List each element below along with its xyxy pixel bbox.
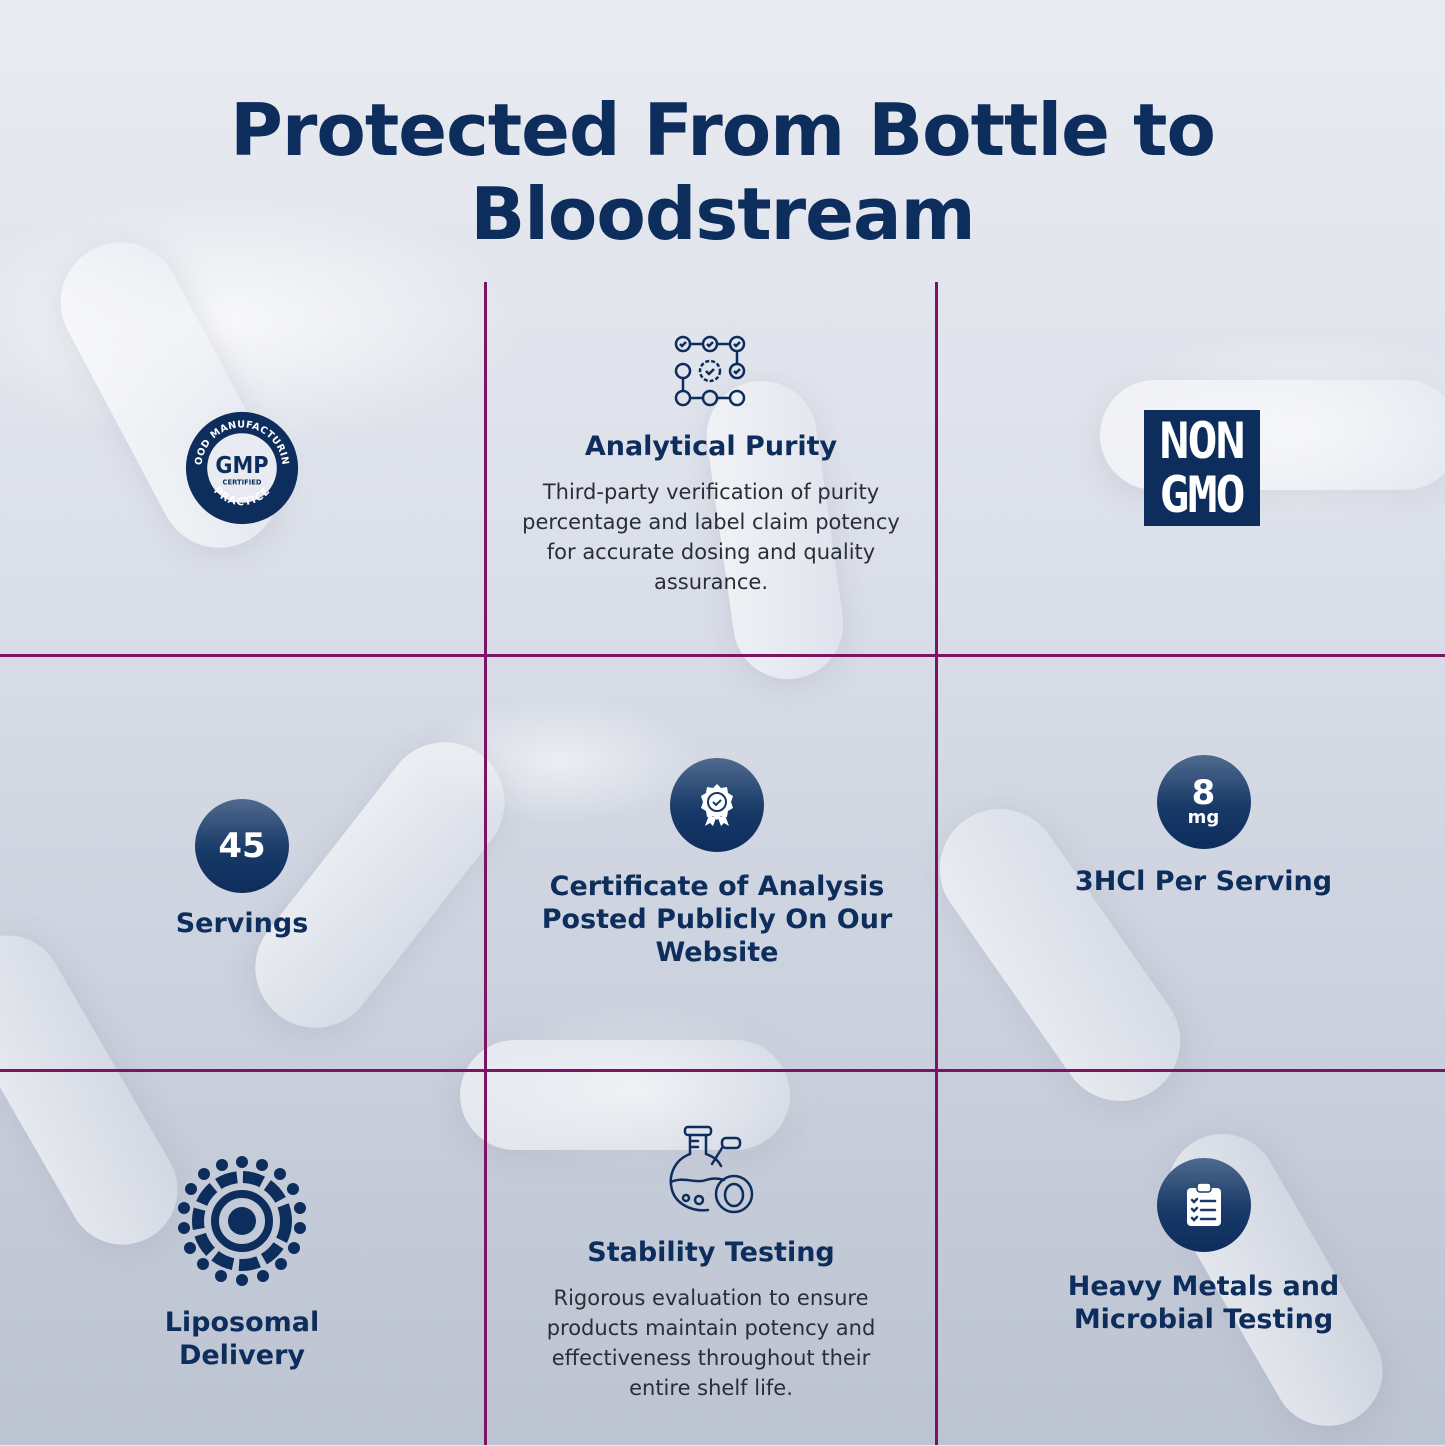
desc-line: products maintain potency and [546,1316,876,1340]
liposome-icon [178,1155,306,1286]
title-line: Certificate of Analysis [549,870,885,902]
non-gmo-line1: NON [1159,412,1245,470]
flask-icon [669,1125,754,1214]
non-gmo-badge-icon: NON GMO [1143,410,1260,526]
servings-label: Servings [175,907,309,939]
servings-count-badge: 45 [195,798,289,893]
svg-text:GMP: GMP [215,452,268,479]
dose-value: 8 [1191,773,1216,813]
desc-line: percentage and label claim potency [522,510,900,534]
title-line: Delivery [178,1339,306,1371]
clipboard-checklist-icon [1186,1183,1221,1226]
non-gmo-line2: GMO [1159,466,1245,524]
servings-count: 45 [218,825,266,866]
cell-non-gmo: NON GMO [938,282,1445,654]
title-line: Liposomal [164,1306,320,1338]
desc-line: for accurate dosing and quality [546,540,876,564]
capsule-bg [460,1040,790,1150]
cell-liposomal-delivery: Liposomal Delivery [0,1072,484,1445]
title-line: Microbial Testing [1073,1304,1334,1335]
cell-analytical-purity: Analytical Purity Third-party verificati… [487,282,935,654]
cell-gmp: GOOD MANUFACTURING PRACTICE GMP CERTIFIE… [0,282,484,654]
certificate-of-analysis-title: Certificate of Analysis Posted Publicly … [542,870,893,969]
desc-line: Rigorous evaluation to ensure [553,1286,869,1310]
award-ribbon-icon [701,783,733,826]
title-line: Heavy Metals and [1067,1271,1340,1302]
cell-dose: 8 mg 3HCl Per Serving [938,657,1445,1069]
grid-divider-horizontal [0,654,1445,657]
svg-text:CERTIFIED: CERTIFIED [223,478,262,486]
desc-line: entire shelf life. [629,1376,793,1400]
analytical-purity-description: Third-party verification of purity perce… [522,477,900,597]
cell-stability-testing: Stability Testing Rigorous evaluation to… [487,1072,935,1445]
grid-divider-vertical [484,282,487,1445]
desc-line: Third-party verification of purity [542,480,880,504]
cell-heavy-metals: Heavy Metals and Microbial Testing [938,1072,1445,1445]
desc-line: effectiveness throughout their [551,1346,871,1370]
gmp-certified-badge-icon: GOOD MANUFACTURING PRACTICE GMP CERTIFIE… [184,410,299,525]
grid-divider-vertical [935,282,938,1445]
dose-badge: 8 mg [1156,755,1251,849]
dose-unit: mg [1187,807,1220,828]
process-checklist-icon [674,335,746,407]
cell-certificate-of-analysis: Certificate of Analysis Posted Publicly … [487,657,935,1069]
dose-label: 3HCl Per Serving [1074,866,1333,897]
grid-divider-horizontal [0,1069,1445,1072]
stability-testing-title: Stability Testing [587,1237,835,1268]
liposomal-delivery-title: Liposomal Delivery [165,1306,320,1372]
analytical-purity-title: Analytical Purity [584,431,838,462]
page-title: Protected From Bottle to Bloodstream [230,88,1216,256]
title-line: Website [655,936,779,968]
award-ribbon-badge [670,757,764,852]
stability-testing-description: Rigorous evaluation to ensure products m… [547,1283,876,1403]
cell-servings: 45 Servings [0,657,484,1069]
clipboard-badge [1156,1158,1251,1252]
heavy-metals-title: Heavy Metals and Microbial Testing [1068,1270,1340,1336]
desc-line: assurance. [653,570,768,594]
title-line: Posted Publicly On Our [541,903,893,935]
